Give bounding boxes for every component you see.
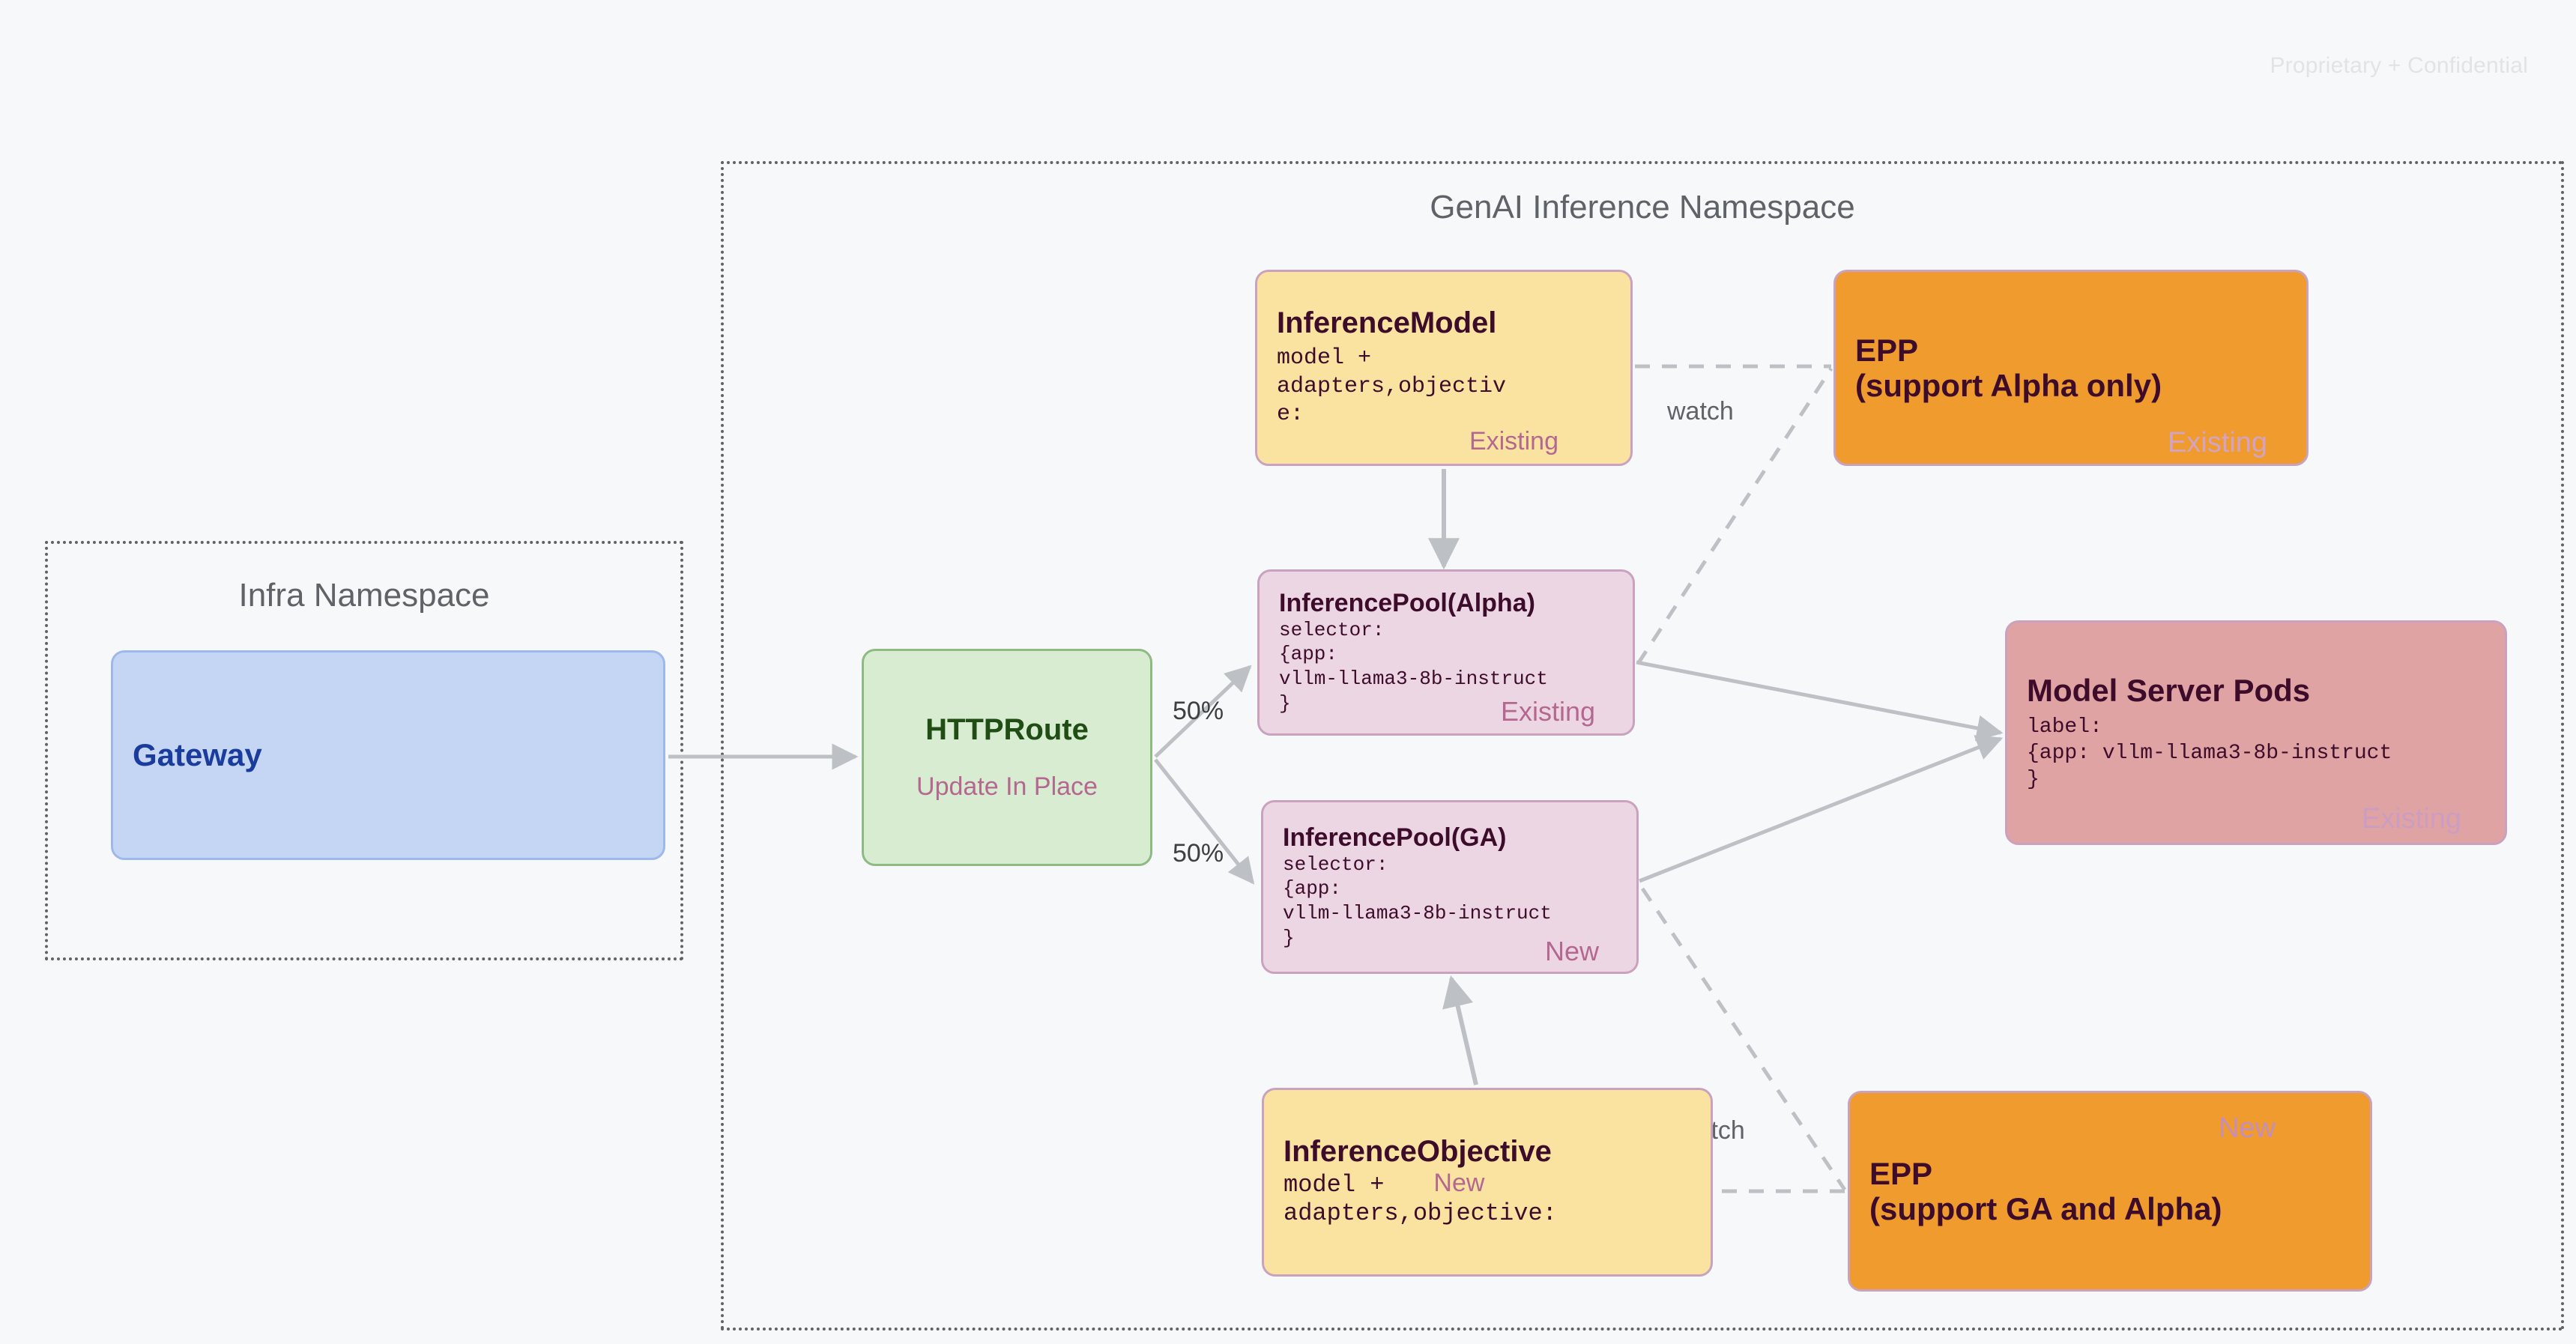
confidential-notice: Proprietary + Confidential <box>2270 53 2528 78</box>
inference-model-badge: Existing <box>1469 427 1558 455</box>
edge-label-watch-top: watch <box>1667 397 1734 426</box>
inference-objective-title: InferenceObjective <box>1284 1135 1552 1169</box>
inference-model-node[interactable]: InferenceModel model + adapters,objectiv… <box>1255 270 1633 466</box>
inference-objective-spec-line2: adapters,objective: <box>1284 1199 1557 1228</box>
inference-objective-badge: New <box>1433 1169 1485 1198</box>
edge-label-split-bottom: 50% <box>1173 839 1224 868</box>
inference-pool-ga-spec: selector: {app: vllm-llama3-8b-instruct … <box>1283 853 1552 949</box>
model-server-pods-node[interactable]: Model Server Pods label: {app: vllm-llam… <box>2005 620 2507 845</box>
httproute-node[interactable]: HTTPRoute Update In Place <box>862 649 1152 866</box>
epp-alpha-title: EPP (support Alpha only) <box>1855 332 2162 403</box>
inference-objective-spec-line1: model + <box>1284 1171 1385 1199</box>
epp-alpha-node[interactable]: EPP (support Alpha only) Existing <box>1833 270 2309 466</box>
edge-label-split-top: 50% <box>1173 697 1224 725</box>
gateway-node[interactable]: Gateway <box>111 650 665 860</box>
inference-pool-ga-node[interactable]: InferencePool(GA) selector: {app: vllm-l… <box>1261 800 1639 974</box>
httproute-title: HTTPRoute <box>925 713 1089 747</box>
model-server-pods-title: Model Server Pods <box>2027 672 2311 708</box>
model-server-pods-badge: Existing <box>2361 803 2461 835</box>
epp-ga-title: EPP (support GA and Alpha) <box>1869 1155 2222 1226</box>
httproute-subtitle: Update In Place <box>916 772 1098 801</box>
inference-pool-ga-badge: New <box>1544 936 1599 966</box>
epp-alpha-badge: Existing <box>2167 427 2267 458</box>
genai-namespace-container <box>721 161 2564 1331</box>
inference-pool-alpha-title: InferencePool(Alpha) <box>1279 589 1535 618</box>
inference-pool-ga-title: InferencePool(GA) <box>1283 823 1507 853</box>
epp-ga-badge: New <box>2218 1113 2276 1144</box>
gateway-title: Gateway <box>133 737 262 773</box>
genai-namespace-title: GenAI Inference Namespace <box>1430 189 1855 225</box>
inference-pool-alpha-badge: Existing <box>1500 696 1595 727</box>
inference-pool-alpha-spec: selector: {app: vllm-llama3-8b-instruct … <box>1279 618 1548 715</box>
inference-model-spec: model + adapters,objectiv e: <box>1277 345 1507 428</box>
inference-model-title: InferenceModel <box>1277 306 1497 339</box>
infra-namespace-container <box>45 541 683 960</box>
epp-ga-node[interactable]: EPP (support GA and Alpha) New <box>1848 1091 2372 1292</box>
infra-namespace-title: Infra Namespace <box>238 577 490 614</box>
model-server-pods-spec: label: {app: vllm-llama3-8b-instruct } <box>2027 715 2392 792</box>
inference-pool-alpha-node[interactable]: InferencePool(Alpha) selector: {app: vll… <box>1257 569 1635 736</box>
inference-objective-spec-row: model + New <box>1284 1169 1691 1199</box>
inference-objective-node[interactable]: InferenceObjective model + New adapters,… <box>1262 1088 1713 1277</box>
